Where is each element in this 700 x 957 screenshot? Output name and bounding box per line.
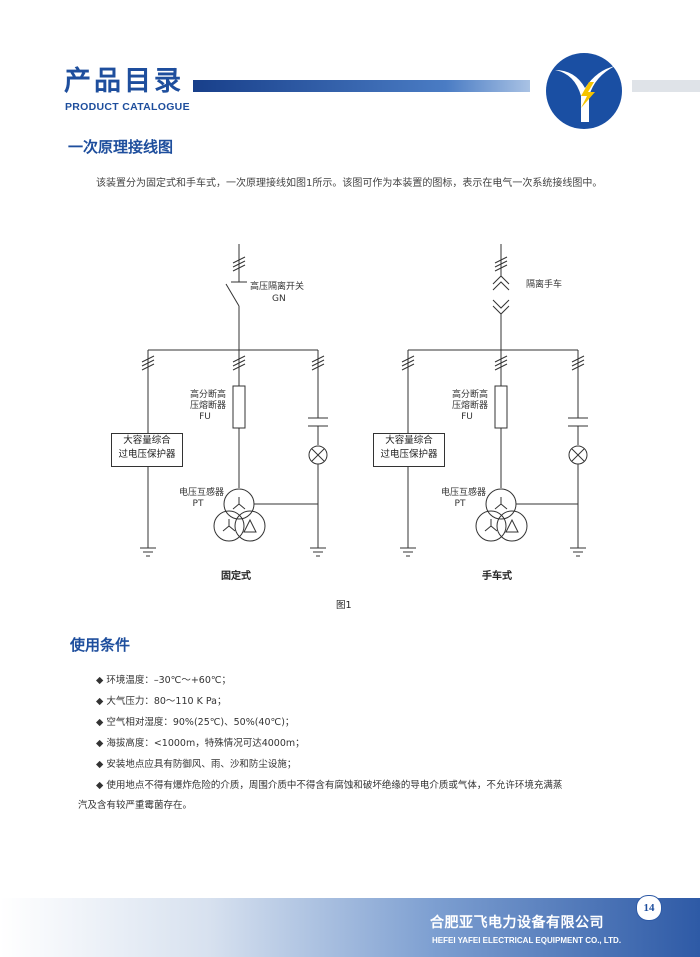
fuse-label-left-1: 高分断高 <box>189 390 226 400</box>
protector-box-left: 大容量综合 过电压保护器 <box>111 433 183 467</box>
condition-item: ◆ 使用地点不得有爆炸危险的介质，周围介质中不得含有腐蚀和破坏绝缘的导电介质或气… <box>96 780 563 791</box>
switch-label-right: 隔离手车 <box>526 280 563 290</box>
company-logo-icon <box>546 53 622 129</box>
fuse-label-right-1: 高分断高 <box>451 390 488 400</box>
protector-box-right-line2: 过电压保护器 <box>380 449 438 460</box>
protector-box-left-line1: 大容量综合 <box>123 435 171 446</box>
section-heading-conditions: 使用条件 <box>70 636 131 654</box>
company-name: 合肥亚飞电力设备有限公司 <box>430 915 604 931</box>
pt-code-left: PT <box>192 499 204 509</box>
condition-item: ◆ 环境温度：–30℃～+60℃； <box>96 675 232 686</box>
caption-fixed: 固定式 <box>221 571 251 582</box>
header-bar <box>193 80 530 92</box>
pt-label-right: 电压互感器 <box>440 488 486 498</box>
wiring-diagram <box>140 244 588 557</box>
page-title: 产品目录 <box>64 66 184 97</box>
figure-caption: 图1 <box>336 600 352 611</box>
condition-item: ◆ 空气相对湿度：90%(25℃)、50%(40℃)； <box>96 717 295 728</box>
fuse-code-right: FU <box>461 412 473 422</box>
section-heading-wiring: 一次原理接线图 <box>68 138 174 156</box>
condition-item: ◆ 海拔高度：<1000m，特殊情况可达4000m； <box>96 738 305 749</box>
fuse-label-right-2: 压熔断器 <box>451 401 488 411</box>
condition-item: ◆ 大气压力：80～110 K Pa； <box>96 696 227 707</box>
condition-item-continued: 汽及含有较严重霉菌存在。 <box>78 800 193 811</box>
footer-band <box>0 898 700 957</box>
page-subtitle: PRODUCT CATALOGUE <box>65 101 190 113</box>
fuse-code-left: FU <box>199 412 211 422</box>
pt-label-left: 电压互感器 <box>178 488 224 498</box>
protector-box-left-line2: 过电压保护器 <box>118 449 176 460</box>
protector-box-right-line1: 大容量综合 <box>385 435 433 446</box>
page-number: 14 <box>636 895 662 921</box>
company-name-en: HEFEI YAFEI ELECTRICAL EQUIPMENT CO., LT… <box>432 936 622 945</box>
condition-item: ◆ 安装地点应具有防御风、雨、沙和防尘设施； <box>96 759 297 770</box>
caption-withdrawable: 手车式 <box>482 571 512 582</box>
protector-box-right: 大容量综合 过电压保护器 <box>373 433 445 467</box>
switch-label-left: 高压隔离开关 <box>250 282 305 292</box>
section-paragraph: 该装置分为固定式和手车式，一次原理接线如图1所示。该图可作为本装置的图标，表示在… <box>96 178 603 189</box>
fuse-label-left-2: 压熔断器 <box>189 401 226 411</box>
header-bar-light <box>632 80 700 92</box>
switch-code-left: GN <box>272 294 286 304</box>
pt-code-right: PT <box>454 499 466 509</box>
